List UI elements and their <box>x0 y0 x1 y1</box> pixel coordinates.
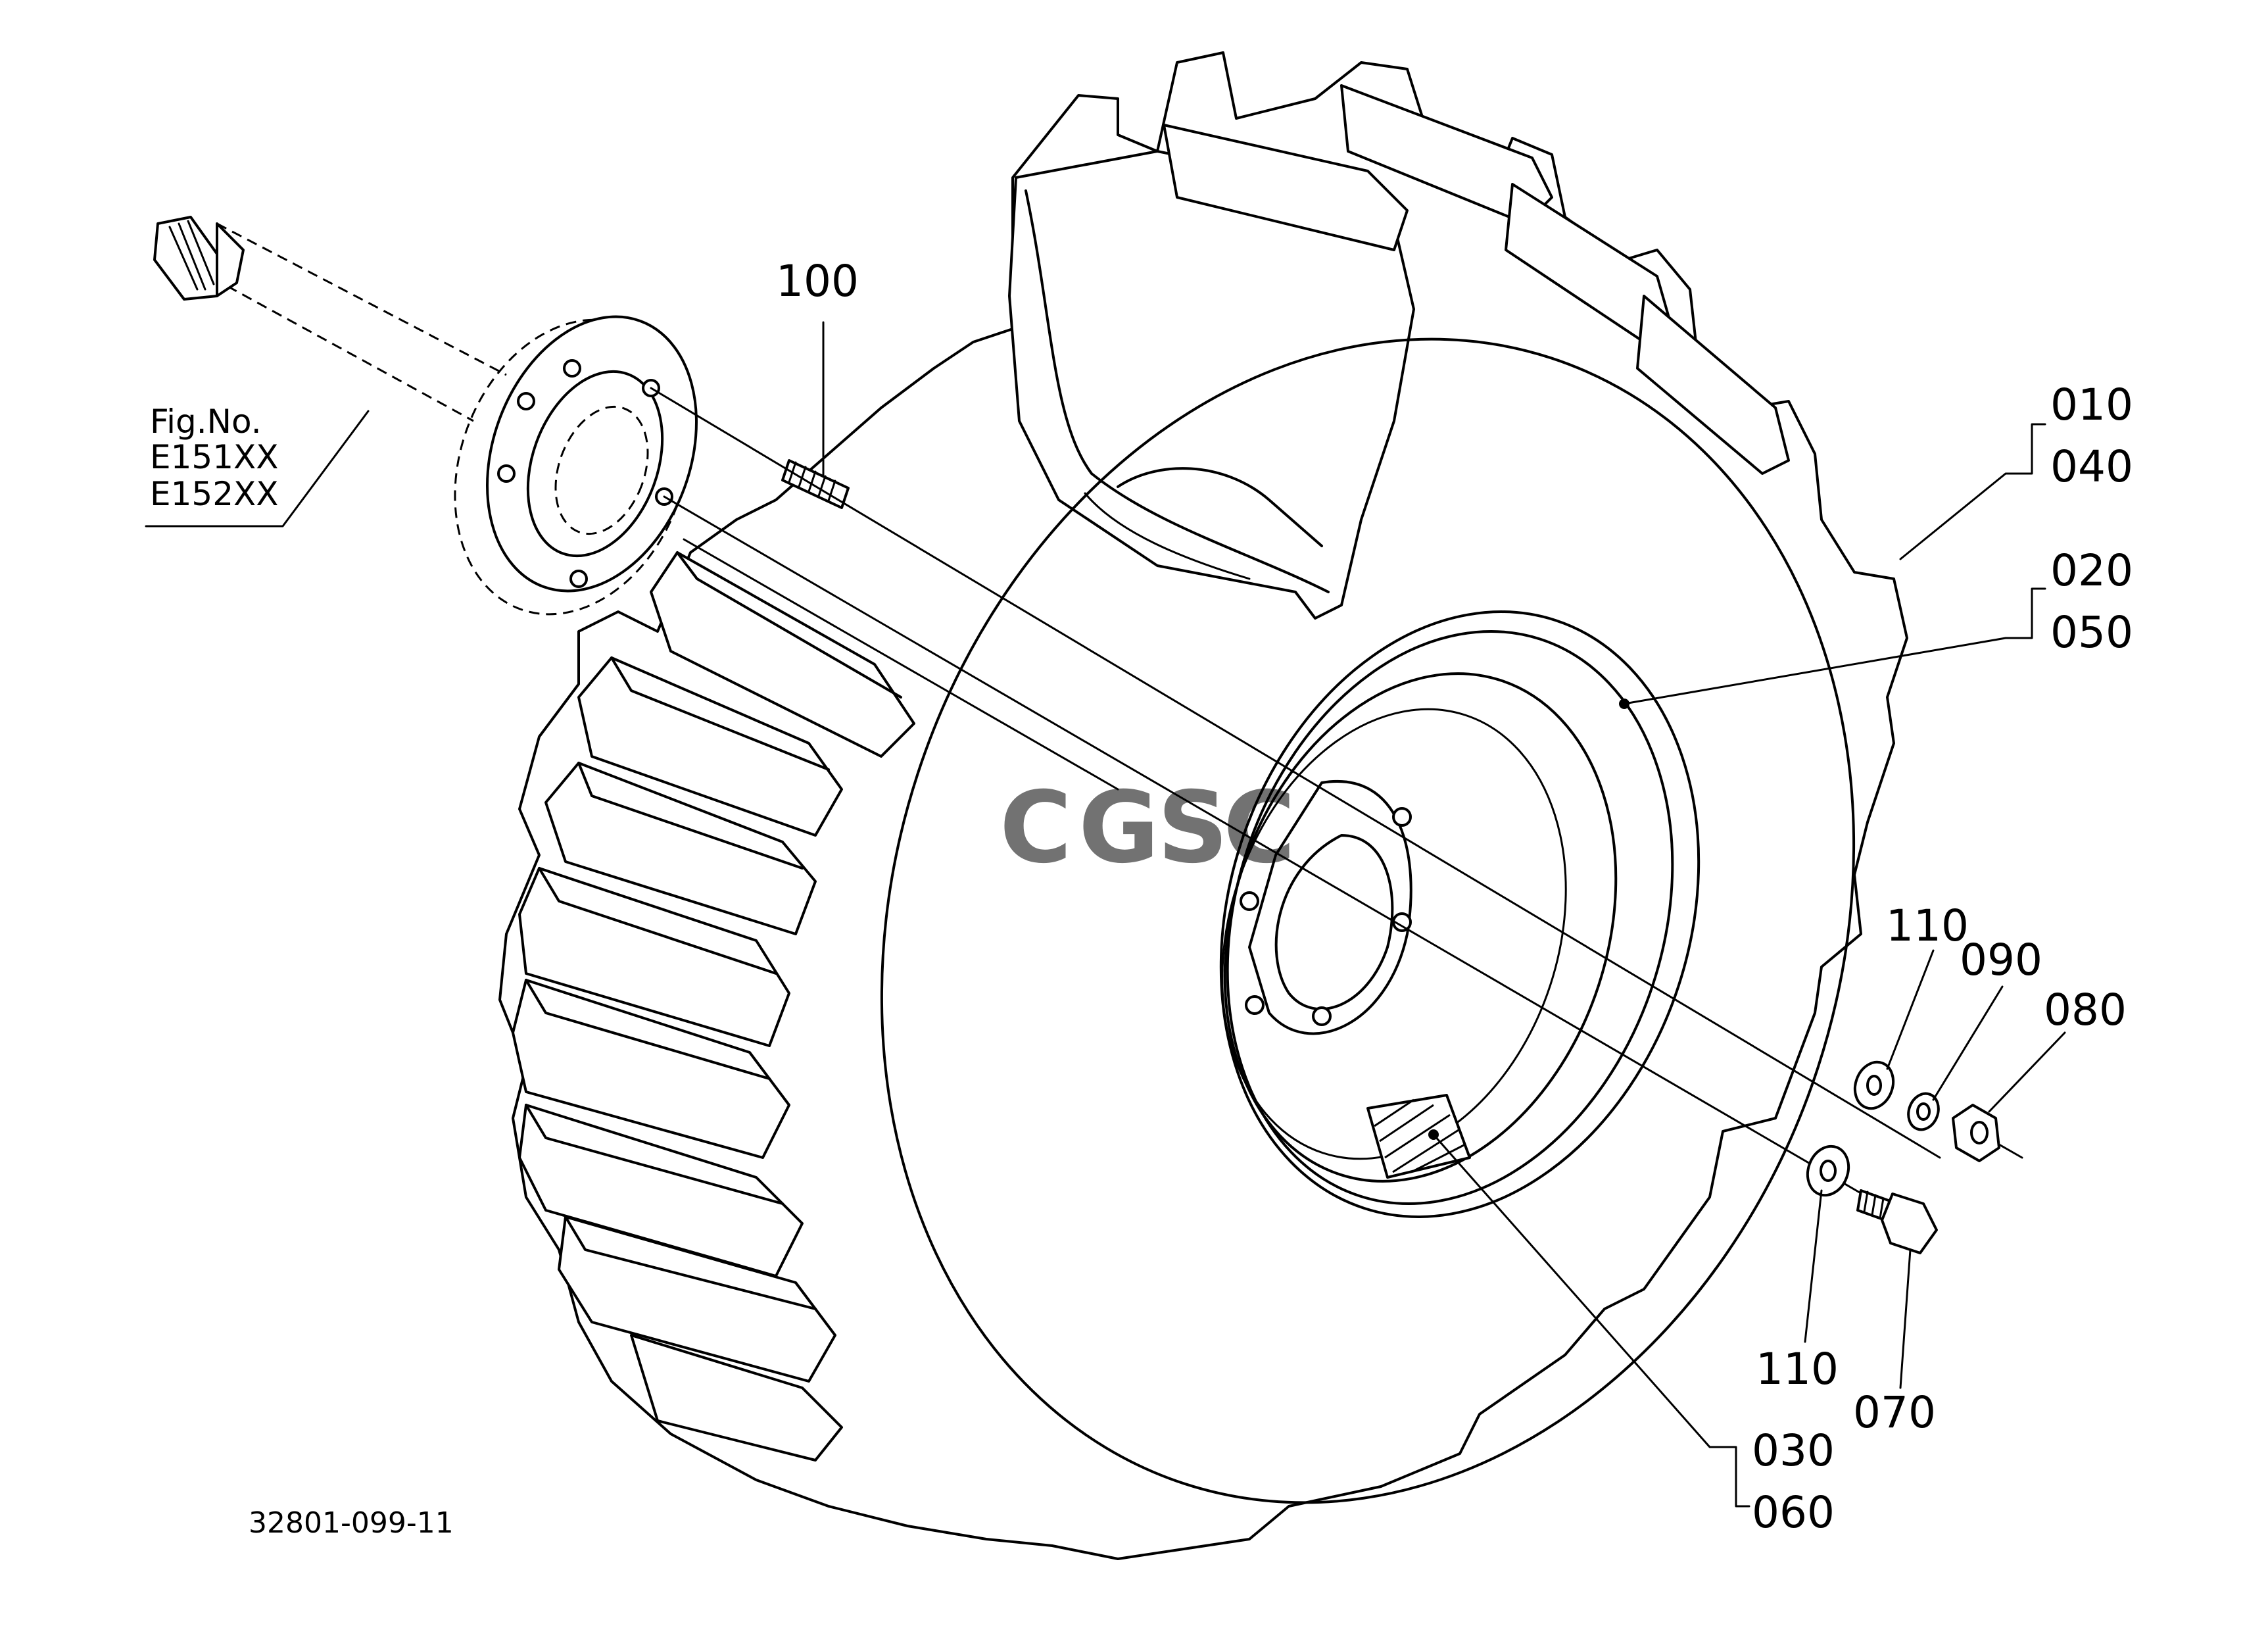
wheel-center-hole <box>1274 834 1394 1011</box>
watermark-letter: C <box>1223 771 1295 885</box>
figure-number: E152XX <box>150 475 279 513</box>
callout-050: 050 <box>2050 607 2133 658</box>
figure-label: Fig.No. <box>150 403 262 441</box>
bolt-hole <box>1392 807 1412 827</box>
callout-010: 010 <box>2050 380 2133 430</box>
callout-070: 070 <box>1853 1387 1936 1438</box>
callout-030: 030 <box>1752 1425 1835 1476</box>
part-callouts: 100 010 040 020 050 110 090 080 110 070 … <box>776 256 2133 1538</box>
callout-020: 020 <box>2050 545 2133 596</box>
watermark-letter: C <box>1000 771 1072 885</box>
figure-number: E151XX <box>150 438 279 476</box>
tire <box>498 51 1908 1560</box>
watermark: C G S C <box>1000 771 1295 885</box>
drawing-number: 32801-099-11 <box>249 1506 454 1540</box>
watermark-letter: G <box>1078 771 1159 885</box>
axle-shaft <box>197 222 507 422</box>
leader-lines <box>145 321 2066 1508</box>
bolt-hole <box>1312 1006 1332 1026</box>
callout-040: 040 <box>2050 441 2133 492</box>
callout-080: 080 <box>2044 985 2127 1035</box>
axle-assembly <box>153 216 1941 1198</box>
valve-block <box>1366 1094 1471 1179</box>
callout-110: 110 <box>1756 1344 1839 1394</box>
hardware <box>1806 1060 2023 1254</box>
wheel-rim <box>1219 610 1701 1218</box>
bolt-hole <box>1245 995 1265 1015</box>
tire-sidewall <box>880 337 1856 1504</box>
figure-reference: Fig.No. E151XX E152XX <box>150 403 279 513</box>
callout-090: 090 <box>1960 935 2042 985</box>
tread-lugs <box>512 84 1790 1462</box>
bolt-hole <box>1240 891 1259 911</box>
watermark-letter: S <box>1157 771 1228 885</box>
callout-110: 110 <box>1886 900 1969 951</box>
callout-100: 100 <box>776 256 859 307</box>
bolt-070 <box>1856 1189 1938 1254</box>
callout-060: 060 <box>1752 1487 1835 1538</box>
axle-splined-end <box>153 216 225 301</box>
